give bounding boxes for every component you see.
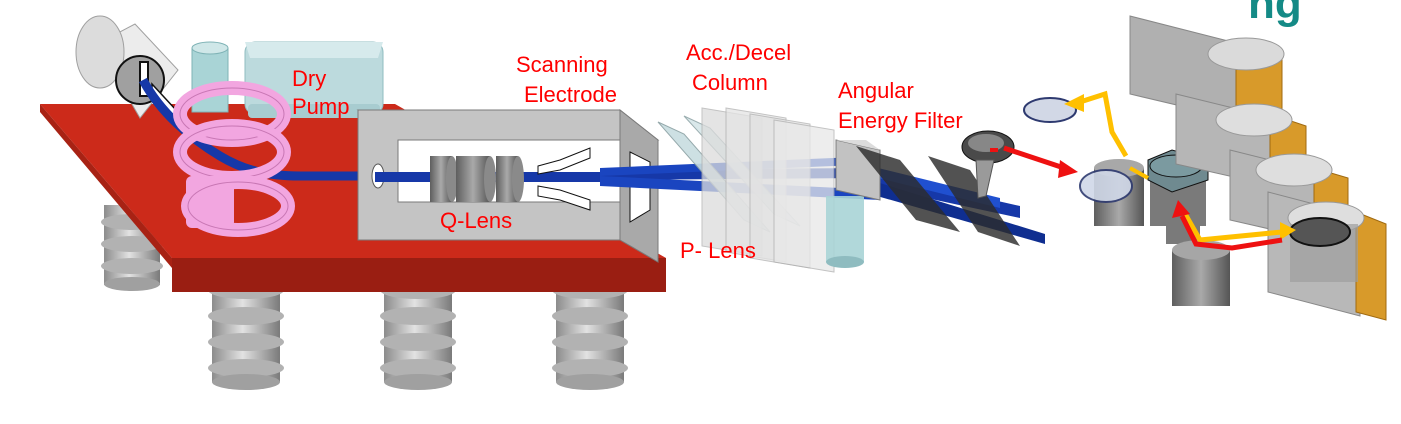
label-angular-energy-filter: Angular Energy Filter <box>838 78 963 133</box>
arrow-yellow-return <box>1129 166 1149 180</box>
label-p-lens: P- Lens <box>680 238 756 263</box>
arrow-red-bottom <box>1179 214 1283 251</box>
label-acc-decel-column-line-1: Acc./Decel <box>686 40 791 65</box>
acc-decel-column <box>701 107 864 273</box>
label-acc-decel-column-line-2: Column <box>692 70 768 95</box>
label-angular-energy-filter-line-1: Angular <box>838 78 914 103</box>
wafer-in-carrier <box>1289 217 1351 247</box>
arrow-red-top <box>1003 145 1065 171</box>
label-q-lens: Q-Lens <box>440 208 512 233</box>
label-dry-pump-line-1: Dry <box>292 66 326 91</box>
label-dry-pump: Dry Pump <box>292 66 349 119</box>
label-acc-decel-column: Acc./Decel Column <box>686 40 797 95</box>
label-angular-energy-filter-line-2: Energy Filter <box>838 108 963 133</box>
title-fragment: ng <box>1248 0 1302 28</box>
label-scanning-electrode-line-1: Scanning <box>516 52 608 77</box>
carrier-4 <box>1267 191 1387 321</box>
angular-energy-filter <box>835 139 1020 246</box>
wafer-loadlock-left <box>1079 169 1133 203</box>
wafer-carriers <box>1129 15 1387 321</box>
label-dry-pump-line-2: Pump <box>292 94 349 119</box>
label-scanning-electrode: Scanning Electrode <box>516 52 617 107</box>
wafer-top <box>1023 97 1077 123</box>
labels: Dry Pump Scanning Electrode Acc./Decel C… <box>292 40 963 263</box>
arrow-yellow-bottom <box>1181 210 1283 243</box>
wafer-flow-arrows <box>990 90 1296 251</box>
arrow-yellow-top <box>1079 90 1129 158</box>
analyzer-magnet <box>173 81 295 237</box>
label-scanning-electrode-line-2: Electrode <box>524 82 617 107</box>
title-fragment-text: ng <box>1248 0 1302 28</box>
beam-monitor <box>961 130 1015 199</box>
ion-beam-upstream <box>139 77 375 181</box>
quadrupole-lens <box>430 156 524 202</box>
